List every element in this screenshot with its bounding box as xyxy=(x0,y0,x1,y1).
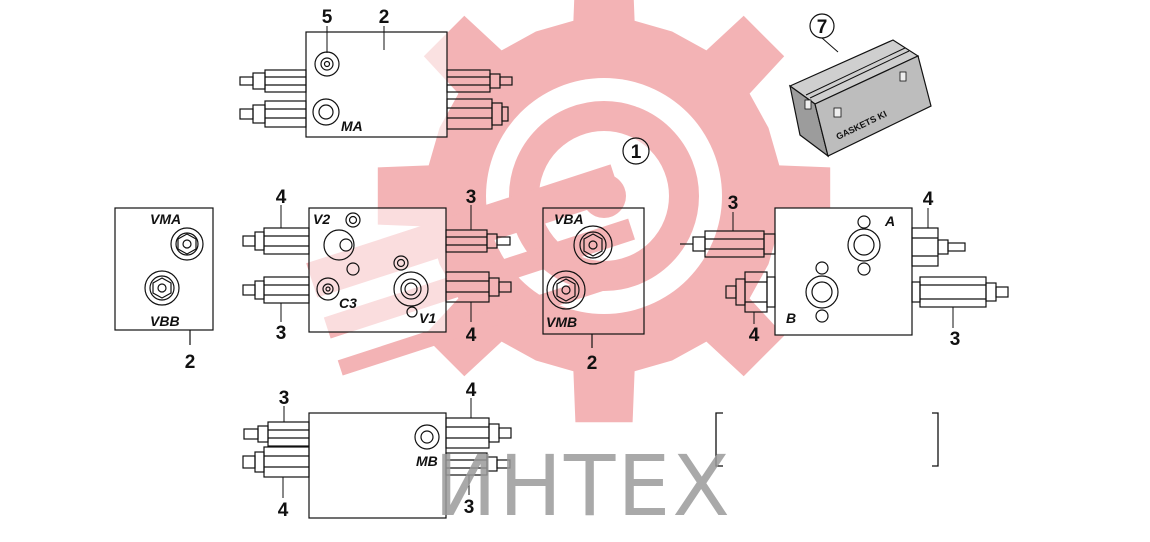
top-block-right-fitting-lower xyxy=(446,98,509,130)
callout-4-ab-left-lower: 4 xyxy=(749,325,760,346)
callout-2-vba-vmb-block: 2 xyxy=(587,353,598,374)
vba-vmb-valve-block xyxy=(542,207,645,348)
port-label-vbb: VBB xyxy=(150,313,180,329)
port-label-v2: V2 xyxy=(313,211,330,227)
ab-block-left-fitting-upper xyxy=(680,230,776,258)
gasket-kit-box: GASKETS KI xyxy=(788,37,932,158)
middle-valve-block xyxy=(242,207,512,333)
port-label-c3: C3 xyxy=(339,295,357,311)
callout-3-bottom-left-upper: 3 xyxy=(279,388,290,409)
left-valve-block xyxy=(114,207,214,345)
bottom-block-left-fitting-upper xyxy=(243,421,310,447)
port-label-vba: VBA xyxy=(554,211,584,227)
callout-2-left-block: 2 xyxy=(185,352,196,373)
callout-3-bottom-right-lower: 3 xyxy=(464,497,475,518)
bottom-block-left-fitting-lower xyxy=(242,446,310,478)
callout-4-bottom-right-upper: 4 xyxy=(466,380,477,401)
callout-3-mid-right-upper: 3 xyxy=(466,187,477,208)
ab-block-right-fitting-upper xyxy=(911,227,966,267)
top-block-left-fitting-upper xyxy=(239,69,307,93)
port-label-ma: MA xyxy=(341,118,363,134)
watermark-text: ИНТЕХ xyxy=(434,437,732,535)
callout-4-mid-left-upper: 4 xyxy=(276,187,287,208)
callout-3-mid-left-lower: 3 xyxy=(276,323,287,344)
port-label-v1: V1 xyxy=(419,310,436,326)
ab-valve-block xyxy=(680,207,1009,336)
callout-4-bottom-left-lower: 4 xyxy=(278,500,289,521)
callout-4-ab-right-upper: 4 xyxy=(923,189,934,210)
ab-block-left-fitting-lower xyxy=(725,271,776,313)
empty-bracket-frame xyxy=(715,412,939,467)
callout-5: 5 xyxy=(322,7,333,28)
callout-1: 1 xyxy=(631,142,642,163)
callout-1-circle: 1 xyxy=(622,137,650,165)
ab-block-right-fitting-lower xyxy=(911,276,1009,308)
port-label-mb: MB xyxy=(416,453,438,469)
top-valve-block xyxy=(239,31,513,138)
bottom-block-right-fitting-upper xyxy=(445,417,512,449)
port-label-vma: VMA xyxy=(150,211,181,227)
middle-block-left-fitting-lower xyxy=(242,276,310,304)
callout-3-ab-left-upper: 3 xyxy=(728,193,739,214)
watermark-gear-logo xyxy=(306,0,831,423)
callout-7-circle: 7 xyxy=(809,13,835,39)
callout-3-ab-right-lower: 3 xyxy=(950,329,961,350)
port-label-a: A xyxy=(884,213,895,229)
top-block-left-fitting-lower xyxy=(239,100,307,128)
callout-2-top-block: 2 xyxy=(379,7,390,28)
middle-block-right-fitting-upper xyxy=(445,229,511,253)
port-label-vmb: VMB xyxy=(546,314,577,330)
middle-block-right-fitting-lower xyxy=(445,271,512,303)
bottom-block-right-fitting-lower xyxy=(445,452,511,476)
callout-7: 7 xyxy=(817,17,828,38)
middle-block-left-fitting-upper xyxy=(242,227,310,255)
top-block-right-fitting-upper xyxy=(446,69,513,93)
callout-4-mid-right-lower: 4 xyxy=(466,325,477,346)
leader-lines xyxy=(280,26,954,498)
bottom-valve-block xyxy=(242,412,512,519)
port-label-b: B xyxy=(786,310,796,326)
